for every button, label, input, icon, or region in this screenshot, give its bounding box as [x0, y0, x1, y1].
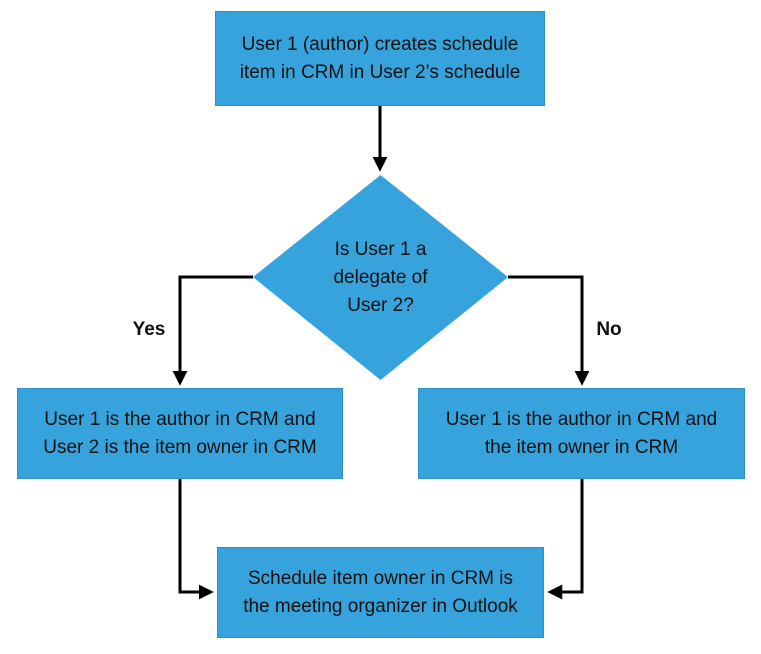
edge-label-yes: Yes	[132, 319, 166, 340]
node-decision-label: Is User 1 a delegate of User 2?	[333, 238, 428, 316]
edge-no-to-merge	[547, 479, 584, 600]
node-merge: Schedule item owner in CRM is the meetin…	[217, 547, 544, 638]
node-merge-label: Schedule item owner in CRM is the meetin…	[243, 567, 518, 617]
edge-decision-to-yes	[172, 275, 253, 386]
node-no-outcome: User 1 is the author in CRM and the item…	[418, 388, 745, 479]
edge-label-no: No	[596, 319, 622, 340]
node-no-outcome-label: User 1 is the author in CRM and the item…	[445, 408, 718, 458]
node-yes-outcome-label: User 1 is the author in CRM and User 2 i…	[43, 408, 317, 458]
edge-yes-to-merge	[178, 479, 214, 600]
node-start: User 1 (author) creates schedule item in…	[215, 11, 545, 106]
node-yes-outcome: User 1 is the author in CRM and User 2 i…	[17, 388, 343, 479]
node-start-label: User 1 (author) creates schedule item in…	[239, 33, 521, 83]
node-decision-diamond: Is User 1 a delegate of User 2?	[253, 175, 508, 380]
